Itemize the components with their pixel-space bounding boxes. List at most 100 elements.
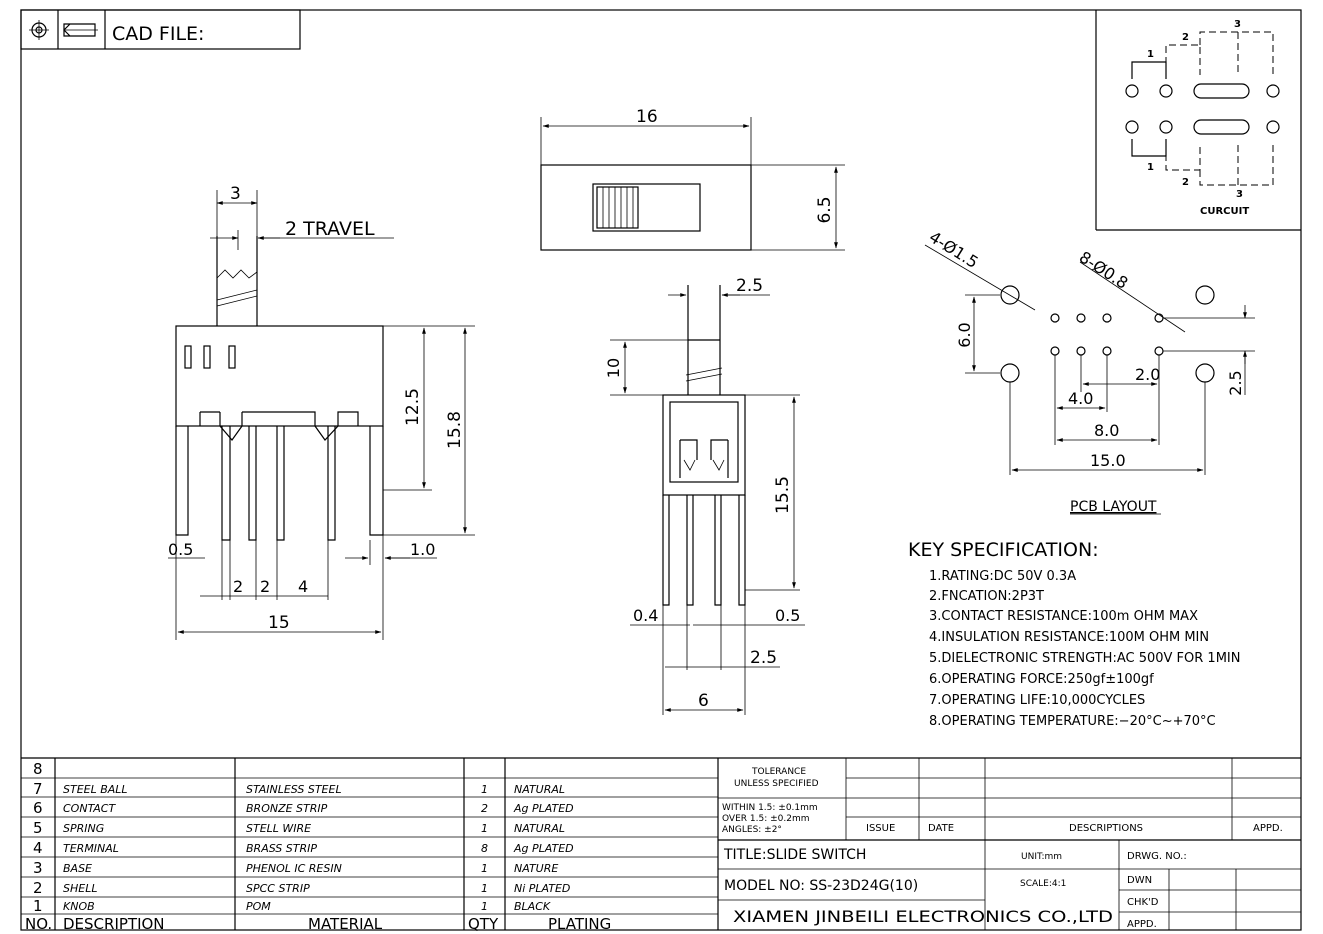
bom-desc: BASE xyxy=(63,862,92,875)
model-number: MODEL NO: SS-23D24G(10) xyxy=(724,878,918,894)
side-view: 3 2 TRAVEL 12.5 15.8 0.5 1.0 2 2 4 15 xyxy=(168,184,475,640)
bom-plating: BLACK xyxy=(514,900,551,913)
bom-table: 8 7 6 5 4 3 2 1 STEEL BALL CONTACT SPRIN… xyxy=(21,757,1301,933)
svg-text:0.5: 0.5 xyxy=(775,606,800,625)
spec-item: 4.INSULATION RESISTANCE:100M OHM MIN xyxy=(929,630,1209,645)
spec-item: 8.OPERATING TEMPERATURE:−20°C~+70°C xyxy=(929,714,1216,729)
svg-text:6.5: 6.5 xyxy=(815,196,835,223)
svg-text:15.8: 15.8 xyxy=(445,411,465,449)
bom-qty: 1 xyxy=(481,900,488,913)
bom-desc: SPRING xyxy=(63,822,104,835)
bom-plating: NATURAL xyxy=(514,783,565,796)
svg-text:ISSUE: ISSUE xyxy=(866,823,895,834)
svg-text:0.5: 0.5 xyxy=(168,540,193,559)
svg-text:8.0: 8.0 xyxy=(1094,421,1119,440)
svg-text:7: 7 xyxy=(33,780,43,798)
top-view: 16 6.5 xyxy=(540,107,845,251)
bom-plating: Ni PLATED xyxy=(514,882,570,895)
svg-text:4.0: 4.0 xyxy=(1068,389,1093,408)
bom-head-qty: QTY xyxy=(468,915,499,933)
svg-text:6: 6 xyxy=(698,691,709,711)
bom-qty: 2 xyxy=(481,802,488,815)
bom-desc: CONTACT xyxy=(63,802,116,815)
svg-text:3: 3 xyxy=(230,184,241,204)
svg-text:TOLERANCE: TOLERANCE xyxy=(751,767,806,777)
bom-desc: TERMINAL xyxy=(63,842,119,855)
svg-text:CHK'D: CHK'D xyxy=(1127,897,1159,908)
bom-qty: 1 xyxy=(481,822,488,835)
svg-text:0.4: 0.4 xyxy=(633,606,658,625)
svg-text:DRWG. NO.:: DRWG. NO.: xyxy=(1127,851,1187,862)
bom-material: STELL WIRE xyxy=(246,822,311,835)
svg-text:5: 5 xyxy=(33,819,43,837)
svg-text:OVER 1.5: ±0.2mm: OVER 1.5: ±0.2mm xyxy=(722,814,809,824)
svg-text:1: 1 xyxy=(33,897,43,915)
company-name: XIAMEN JINBEILI ELECTRONICS CO.,LTD xyxy=(733,907,1113,926)
svg-text:10: 10 xyxy=(604,358,623,378)
sheet-border xyxy=(20,9,1302,931)
svg-text:2: 2 xyxy=(1182,177,1189,188)
svg-text:2.0: 2.0 xyxy=(1135,365,1160,384)
spec-title: KEY SPECIFICATION: xyxy=(908,539,1099,561)
bom-material: POM xyxy=(246,900,271,913)
bom-plating: Ag PLATED xyxy=(513,802,574,815)
bom-material: BRONZE STRIP xyxy=(246,802,328,815)
spec-item: 2.FNCATION:2P3T xyxy=(929,589,1044,604)
bom-desc: STEEL BALL xyxy=(63,783,128,796)
spec-item: 3.CONTACT RESISTANCE:100m OHM MAX xyxy=(929,609,1198,624)
bom-qty: 1 xyxy=(481,862,488,875)
svg-text:1: 1 xyxy=(1147,49,1154,60)
svg-text:4: 4 xyxy=(33,839,43,857)
bom-plating: Ag PLATED xyxy=(513,842,574,855)
svg-text:SCALE:4:1: SCALE:4:1 xyxy=(1020,879,1066,889)
svg-text:8: 8 xyxy=(33,760,43,778)
svg-text:2.5: 2.5 xyxy=(736,276,763,296)
bom-desc: SHELL xyxy=(63,882,97,895)
svg-text:2: 2 xyxy=(1182,32,1189,43)
spec-item: 7.OPERATING LIFE:10,000CYCLES xyxy=(929,693,1145,708)
drawing-title: TITLE:SLIDE SWITCH xyxy=(723,847,866,863)
bom-head-material: MATERIAL xyxy=(308,915,383,933)
svg-text:2.5: 2.5 xyxy=(750,648,777,668)
svg-text:DWN: DWN xyxy=(1127,875,1152,886)
svg-text:DESCRIPTIONS: DESCRIPTIONS xyxy=(1069,823,1143,834)
svg-text:6: 6 xyxy=(33,799,43,817)
svg-text:3: 3 xyxy=(1236,189,1243,200)
bom-qty: 8 xyxy=(481,842,488,855)
svg-text:2: 2 xyxy=(233,577,243,596)
svg-text:8-Ø0.8: 8-Ø0.8 xyxy=(1076,247,1132,292)
cad-file-label: CAD FILE: xyxy=(112,23,204,45)
cad-header: CAD FILE: xyxy=(20,9,301,50)
svg-text:3: 3 xyxy=(33,859,43,877)
spec-item: 5.DIELECTRONIC STRENGTH:AC 500V FOR 1MIN xyxy=(929,651,1240,666)
bom-material: STAINLESS STEEL xyxy=(246,783,342,796)
svg-text:2.5: 2.5 xyxy=(1226,370,1245,395)
svg-text:15.5: 15.5 xyxy=(773,476,793,514)
bom-desc: KNOB xyxy=(63,900,95,913)
svg-text:12.5: 12.5 xyxy=(403,388,423,426)
bom-material: SPCC STRIP xyxy=(246,882,310,895)
spec-item: 6.OPERATING FORCE:250gf±100gf xyxy=(929,672,1154,687)
bom-plating: NATURE xyxy=(514,862,558,875)
pcb-layout: 4-Ø1.5 8-Ø0.8 6.0 2.5 2.0 4.0 8.0 15.0 P… xyxy=(924,227,1255,515)
bom-plating: NATURAL xyxy=(514,822,565,835)
pcb-layout-title: PCB LAYOUT xyxy=(1070,499,1157,515)
circuit-diagram: 1 2 3 1 2 3 CURCUIT xyxy=(1095,10,1301,231)
bom-qty: 1 xyxy=(481,882,488,895)
spec-item: 1.RATING:DC 50V 0.3A xyxy=(929,569,1076,584)
key-specification: KEY SPECIFICATION: 1.RATING:DC 50V 0.3A … xyxy=(908,539,1240,729)
svg-text:4: 4 xyxy=(298,577,308,596)
bom-head-no: NO. xyxy=(25,915,52,933)
svg-text:15: 15 xyxy=(268,613,290,633)
bom-head-desc: DESCRIPTION xyxy=(63,915,165,933)
svg-text:2: 2 xyxy=(33,879,43,897)
title-block: TOLERANCE UNLESS SPECIFIED WITHIN 1.5: ±… xyxy=(718,758,1301,930)
svg-text:UNLESS SPECIFIED: UNLESS SPECIFIED xyxy=(734,779,819,789)
svg-text:DATE: DATE xyxy=(928,823,954,834)
projection-symbol-icon xyxy=(29,20,98,40)
travel-label: 2 TRAVEL xyxy=(285,218,375,240)
svg-text:1: 1 xyxy=(1147,162,1154,173)
svg-text:2: 2 xyxy=(260,577,270,596)
svg-text:APPD.: APPD. xyxy=(1253,823,1283,834)
svg-text:ANGLES: ±2°: ANGLES: ±2° xyxy=(722,825,782,835)
